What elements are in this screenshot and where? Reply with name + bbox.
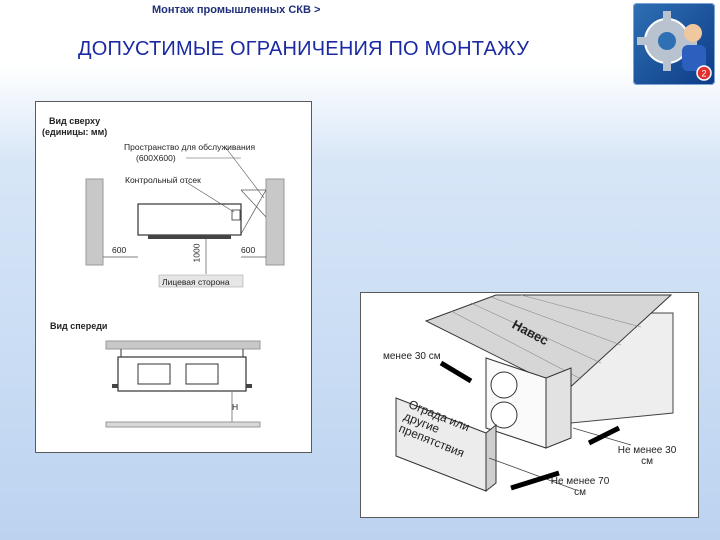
front-view-title: Вид спереди [50,321,108,331]
logo-badge: 2 [701,69,706,79]
dim-front: 1000 [191,243,202,263]
indoor-unit-diagram: Вид сверху (единицы: мм) Пространство дл… [35,101,312,453]
logo: 2 [633,3,715,85]
front-clearance-label: Не менее 70 см [550,476,610,498]
top-clearance-label: менее 30 см [383,351,441,362]
front-side-label: Лицевая сторона [162,277,230,287]
top-view-title: Вид сверху [49,116,101,126]
service-space-label: Пространство для обслуживания [124,142,256,152]
gear-icon: 2 [637,11,712,81]
control-box-label: Контрольный отсек [125,175,201,185]
outdoor-unit-scene: Навес менее 30 см Ограда или другие преп… [360,292,699,518]
service-space-size: (600X600) [136,153,176,163]
page-title: ДОПУСТИМЫЕ ОГРАНИЧЕНИЯ ПО МОНТАЖУ [78,38,530,60]
outdoor-scene-drawing [395,294,674,493]
indoor-unit-drawing [85,147,285,428]
top-view-units: (единицы: мм) [42,127,108,137]
dim-right: 600 [241,245,256,255]
dim-left: 600 [112,245,127,255]
h-label: H [232,402,239,412]
breadcrumb[interactable]: Монтаж промышленных СКВ > [152,4,321,16]
right-clearance-label: Не менее 30 см [617,445,677,467]
